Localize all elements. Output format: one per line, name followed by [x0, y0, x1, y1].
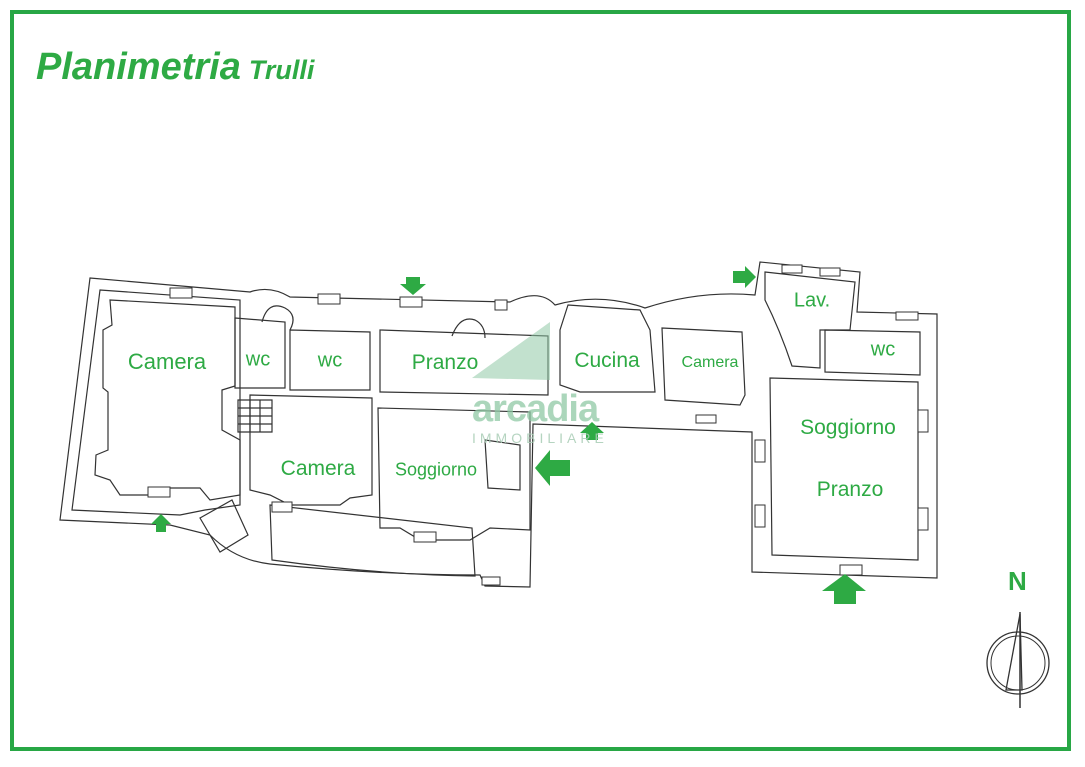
window-markers — [147, 264, 929, 586]
arrow-up-center — [580, 422, 604, 440]
north-label: N — [1008, 566, 1027, 596]
watermark-logo-shape — [472, 322, 550, 380]
arrow-up-bottom-left — [151, 514, 171, 532]
room-label-wc-1: wc — [245, 348, 271, 371]
watermark-tagline: IMMOBILIARE — [472, 430, 608, 446]
watermark-brand: arcadia — [472, 388, 599, 430]
room-label-pranzo-north: Pranzo — [411, 351, 479, 374]
arrow-down-top — [400, 277, 426, 295]
room-label-cucina: Cucina — [574, 349, 640, 372]
room-label-wc-2: wc — [317, 349, 343, 372]
room-label-wc-3: wc — [870, 338, 896, 361]
room-label-camera-center: Camera — [280, 457, 356, 480]
green-border-frame — [10, 10, 1071, 751]
room-label-soggiorno-east: Soggiorno — [800, 416, 896, 439]
building-outline — [59, 261, 938, 588]
title-sub: Trulli — [248, 55, 315, 85]
compass-icon — [986, 612, 1050, 708]
arrow-left-center — [535, 450, 570, 486]
arrow-right-top — [733, 266, 756, 288]
room-label-soggiorno-center: Soggiorno — [394, 459, 478, 480]
room-label-pranzo-east: Pranzo — [816, 478, 884, 501]
entrance-arrows — [151, 266, 866, 604]
title-main: Planimetria — [36, 46, 241, 88]
room-label-camera-west: Camera — [127, 349, 207, 374]
room-label-camera-east: Camera — [681, 354, 739, 371]
room-label-lavanderia: Lav. — [793, 289, 831, 312]
arrow-up-right — [822, 574, 866, 604]
